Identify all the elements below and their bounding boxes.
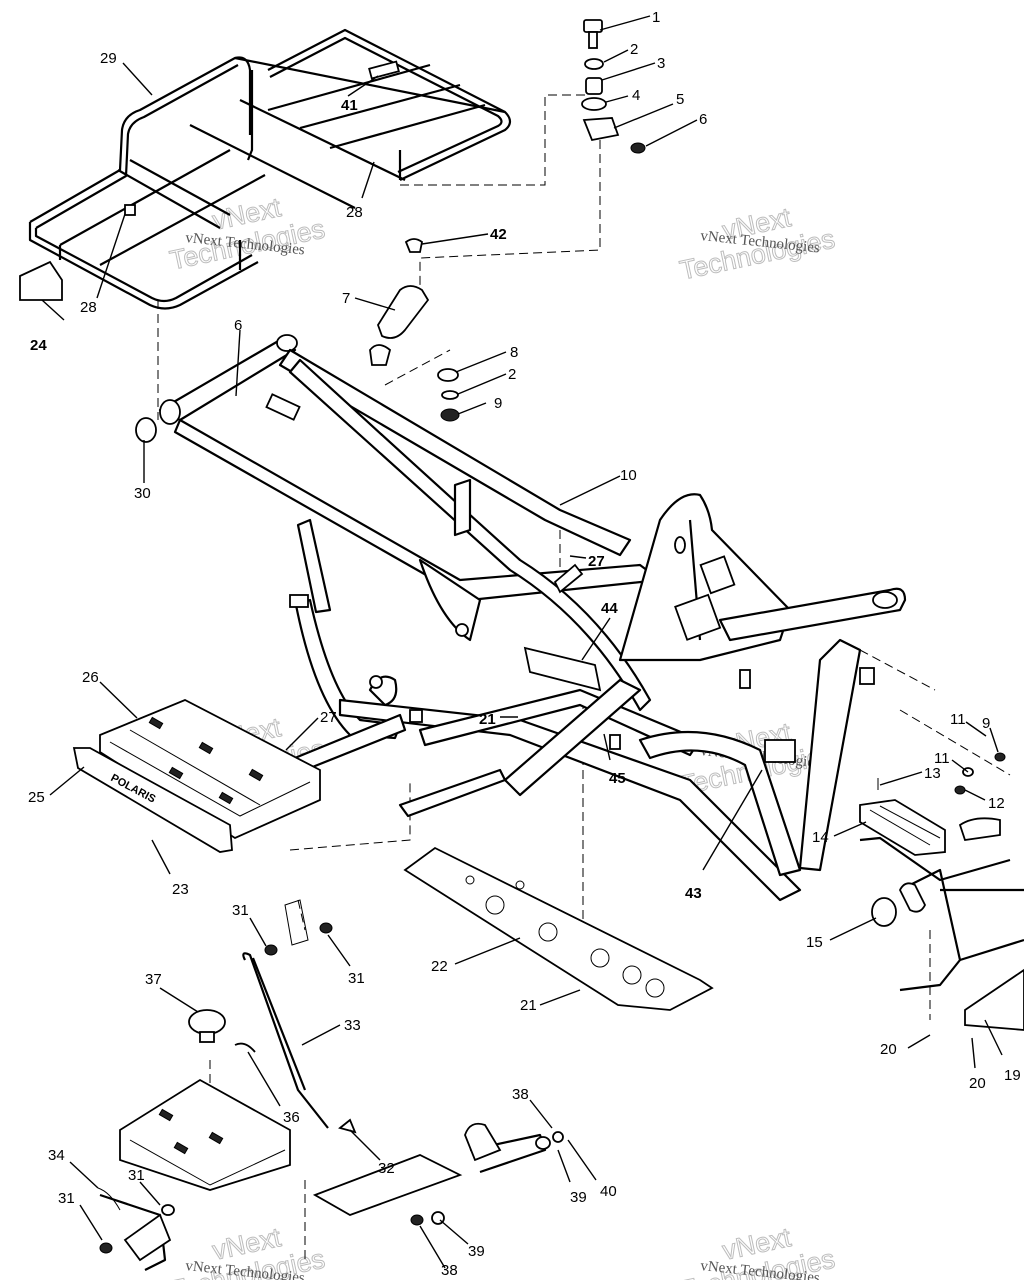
callout-9: 9 (982, 715, 990, 732)
callout-28: 28 (80, 299, 97, 316)
callout-15: 15 (806, 934, 823, 951)
assembly-line (400, 94, 588, 186)
callout-20: 20 (880, 1041, 897, 1058)
callout-31: 31 (128, 1167, 145, 1184)
reflector-part (19, 260, 63, 301)
mount-hardware (581, 19, 646, 154)
callout-26: 26 (82, 669, 99, 686)
callout-5: 5 (676, 91, 684, 108)
callout-38: 38 (512, 1086, 529, 1103)
callout-3: 3 (657, 55, 665, 72)
bracket-part (377, 285, 430, 339)
callout-7: 7 (342, 290, 350, 307)
washer-part (437, 368, 459, 382)
callout-24: 24 (30, 337, 47, 354)
callout-8: 8 (510, 344, 518, 361)
washer-part (441, 390, 459, 400)
callout-39: 39 (468, 1243, 485, 1260)
assembly-line (297, 899, 306, 931)
leader-lines (41, 15, 1003, 1269)
callout-36: 36 (283, 1109, 300, 1126)
end-cap-part (135, 417, 157, 443)
callout-27: 27 (588, 553, 605, 570)
callout-10: 10 (620, 467, 637, 484)
callout-42: 42 (490, 226, 507, 243)
callout-32: 32 (378, 1160, 395, 1177)
callout-44: 44 (601, 600, 618, 617)
left-footrest: POLARIS (72, 699, 321, 853)
callout-9: 9 (494, 395, 502, 412)
callout-37: 37 (145, 971, 162, 988)
callout-19: 19 (1004, 1067, 1021, 1084)
callout-23: 23 (172, 881, 189, 898)
callout-31: 31 (232, 902, 249, 919)
callout-20: 20 (969, 1075, 986, 1092)
assembly-line (289, 780, 411, 851)
assembly-line (419, 140, 601, 290)
callout-4: 4 (632, 87, 640, 104)
assembly-line (384, 349, 451, 386)
callout-40: 40 (600, 1183, 617, 1200)
callout-6: 6 (234, 317, 242, 334)
callout-6: 6 (699, 111, 707, 128)
callout-11: 11 (950, 711, 966, 728)
callout-43: 43 (685, 885, 702, 902)
callout-31: 31 (348, 970, 365, 987)
callout-27: 27 (320, 709, 337, 726)
main-frame (158, 334, 907, 902)
callout-41: 41 (341, 97, 358, 114)
callout-12: 12 (988, 795, 1005, 812)
callout-13: 13 (924, 765, 941, 782)
callout-34: 34 (48, 1147, 65, 1164)
callout-25: 25 (28, 789, 45, 806)
callout-11: 11 (934, 750, 950, 767)
callout-38: 38 (441, 1262, 458, 1279)
callout-21: 21 (520, 997, 537, 1014)
callout-30: 30 (134, 485, 151, 502)
nut-part (440, 408, 460, 422)
callout-2: 2 (508, 366, 516, 383)
plug-part (404, 238, 423, 253)
callout-14: 14 (812, 829, 829, 846)
brake-assembly (97, 899, 564, 1271)
right-footrest (859, 752, 1024, 1031)
callout-2: 2 (630, 41, 638, 58)
callout-22: 22 (431, 958, 448, 975)
callout-39: 39 (570, 1189, 587, 1206)
rear-rack (28, 28, 512, 310)
callout-21: 21 (479, 711, 496, 728)
callout-28: 28 (346, 204, 363, 221)
callout-33: 33 (344, 1017, 361, 1034)
callout-29: 29 (100, 50, 117, 67)
callout-45: 45 (609, 770, 626, 787)
callout-31: 31 (58, 1190, 75, 1207)
assembly-line (859, 649, 936, 691)
assembly-line (899, 709, 1011, 776)
skid-plate (403, 846, 714, 1011)
callout-1: 1 (652, 9, 660, 26)
